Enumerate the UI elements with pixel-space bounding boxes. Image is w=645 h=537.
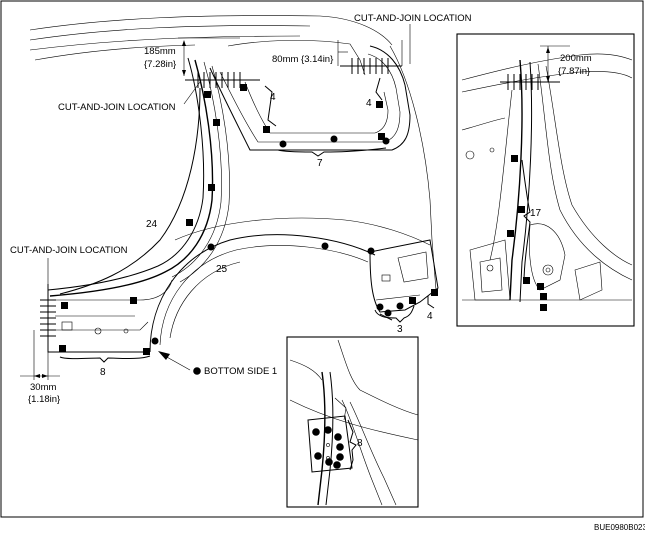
cut-join-label-mid: CUT-AND-JOIN LOCATION [58, 102, 176, 113]
diagram-border [0, 0, 644, 518]
dim-200-in: {7.87in} [558, 66, 590, 77]
cut-hatch-upper-left [185, 72, 260, 88]
callout-3: 3 [397, 324, 403, 335]
callout-17: 17 [530, 208, 542, 219]
dim-185-in: {7.28in} [144, 59, 176, 70]
callout-4-a: 4 [270, 92, 276, 103]
weld-squares-main [59, 84, 438, 355]
cut-hatch-lower-left [40, 284, 56, 350]
dim-30-in: {1.18in} [28, 394, 60, 405]
inset-pillar-detail [456, 33, 635, 327]
callout-7: 7 [317, 158, 323, 169]
callout-24: 24 [146, 219, 158, 230]
dim-185-mm: 185mm [144, 46, 176, 57]
inset-bottom-side-detail [286, 336, 419, 508]
cut-join-label-top: CUT-AND-JOIN LOCATION [354, 13, 472, 24]
callout-8-a: 8 [100, 367, 106, 378]
cut-join-label-left: CUT-AND-JOIN LOCATION [10, 245, 128, 256]
callout-4-b: 4 [366, 98, 372, 109]
callout-8-b: 8 [357, 438, 363, 449]
callout-25: 25 [216, 264, 228, 275]
figure-code: BUE0980B023 [594, 523, 645, 532]
dim-30-mm: 30mm [30, 382, 56, 393]
main-panel-drawing [20, 15, 439, 380]
dim-200-mm: 200mm [560, 53, 592, 64]
cut-hatch-upper-right [340, 58, 402, 74]
dim-80: 80mm {3.14in} [272, 54, 333, 65]
weld-dots-main [151, 135, 404, 345]
bottom-side-legend: BOTTOM SIDE 1 [204, 366, 277, 377]
callout-4-c: 4 [427, 311, 433, 322]
